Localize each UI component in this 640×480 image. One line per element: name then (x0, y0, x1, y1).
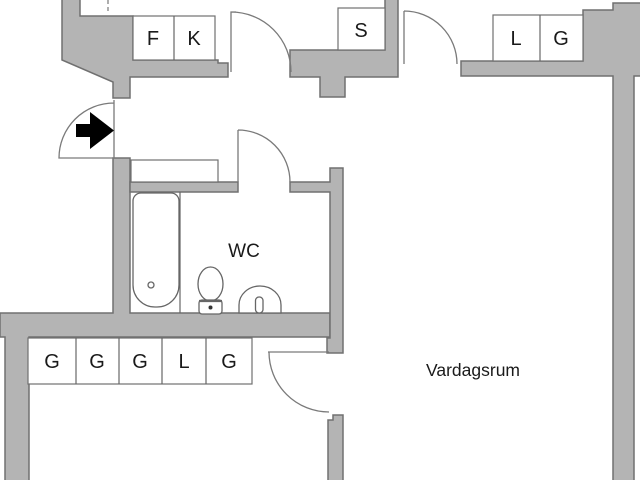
closet-label-l-top: L (510, 28, 521, 50)
closet-label-g-top: G (553, 28, 569, 50)
toilet-flush-dot (208, 305, 213, 310)
closet-label-f: F (147, 28, 159, 50)
closet-label-k: K (187, 28, 201, 50)
bathtub-drain-icon (147, 281, 155, 289)
closet-bottom-row (27, 337, 253, 385)
door-top-right (403, 10, 458, 65)
closets: F K S L G G G G L G (27, 7, 584, 385)
doors (58, 10, 458, 413)
room-label-living-room: Vardagsrum (426, 360, 520, 380)
closet-label-s: S (354, 20, 367, 42)
closet-label-g3: G (132, 351, 148, 373)
closet-label-g1: G (44, 351, 60, 373)
door-top-middle (230, 11, 292, 73)
bathroom-fixtures (132, 192, 282, 315)
wall-top-right-and-outer (460, 2, 640, 480)
room-label-wc: WC (228, 241, 260, 262)
closet-top-right-row (492, 14, 584, 62)
wall-left-and-bath-band (0, 157, 331, 480)
closet-label-l2: L (178, 351, 189, 373)
closet-s-box (337, 7, 386, 51)
door-lower-left-room (268, 351, 330, 413)
entry-door-swing (58, 100, 115, 159)
toilet-bowl-icon (197, 266, 224, 302)
wall-bath-top-right-column (289, 167, 344, 354)
wall-stub-below-door (327, 414, 344, 480)
entry-arrow-icon (76, 112, 114, 149)
wall-bath-top-left (129, 181, 239, 193)
hall-cabinet (130, 159, 219, 183)
closet-label-g4: G (221, 351, 237, 373)
wall-entry-complex (61, 0, 229, 99)
sink-tap-icon (254, 296, 264, 314)
bathtub-icon (132, 192, 180, 308)
door-wc (237, 129, 291, 183)
closet-label-g2: G (89, 351, 105, 373)
